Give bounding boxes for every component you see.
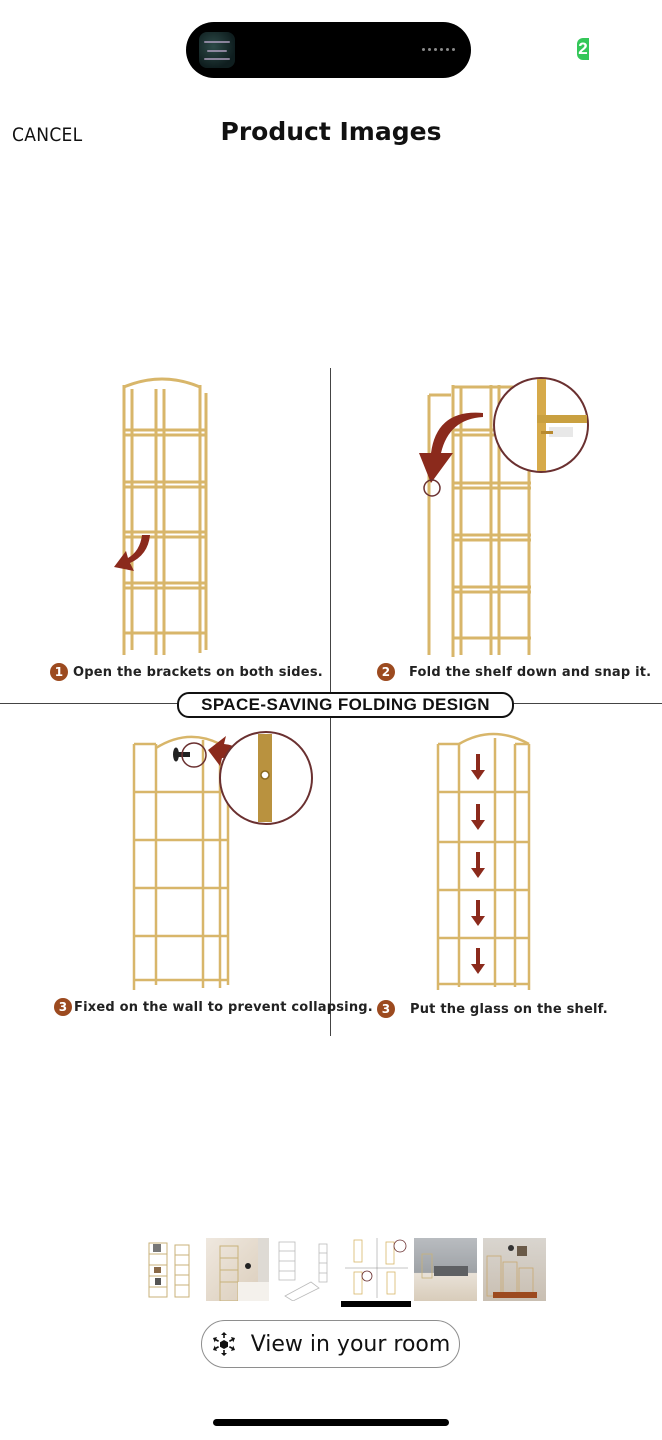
step-4-caption: 3 Put the glass on the shelf. <box>377 1000 608 1018</box>
dynamic-island[interactable] <box>186 22 471 78</box>
status-badge: 2 <box>577 38 589 60</box>
thumbnail-shelf-front-and-side[interactable] <box>144 1238 207 1301</box>
shelf-illustration-step1 <box>114 377 208 655</box>
step-number-badge: 2 <box>377 663 395 681</box>
step-text: Fixed on the wall to prevent collapsing. <box>74 999 373 1015</box>
screw-icon <box>173 747 190 762</box>
down-arrows-icon <box>471 754 485 974</box>
thumbnail-folding-instructions[interactable] <box>345 1238 408 1301</box>
page-title: Product Images <box>220 117 442 146</box>
shelf-illustration-step3 <box>132 731 313 990</box>
step-text: Put the glass on the shelf. <box>410 1001 608 1017</box>
step-text: Fold the shelf down and snap it. <box>409 664 652 680</box>
audio-wave-icon <box>422 48 455 51</box>
view-in-room-button[interactable]: View in your room <box>201 1320 460 1368</box>
step-1-caption: 1 Open the brackets on both sides. <box>50 663 323 681</box>
image-divider-vertical-bottom <box>330 708 331 1036</box>
cancel-button[interactable]: CANCEL <box>12 124 83 146</box>
step-text: Open the brackets on both sides. <box>73 664 323 680</box>
thumbnail-strip <box>0 1238 662 1308</box>
step-number-badge: 3 <box>54 998 72 1016</box>
thumbnail-shelf-dimensions[interactable] <box>275 1238 338 1301</box>
product-image-main[interactable]: 1 Open the brackets on both sides. 2 Fol… <box>0 360 662 1040</box>
now-playing-thumbnail <box>199 32 235 68</box>
arrow-icon <box>114 535 150 571</box>
feature-banner: SPACE-SAVING FOLDING DESIGN <box>177 692 514 718</box>
step-number-badge: 3 <box>377 1000 395 1018</box>
thumbnail-shelf-in-living-room[interactable] <box>206 1238 269 1301</box>
curved-arrow-icon <box>419 412 483 483</box>
step-number-badge: 1 <box>50 663 68 681</box>
shelf-illustration-step4 <box>436 732 531 990</box>
image-divider-vertical-top <box>330 368 331 698</box>
step-3-caption: 3 Fixed on the wall to prevent collapsin… <box>54 998 373 1016</box>
shelf-illustration-step2 <box>419 377 589 657</box>
view-in-room-label: View in your room <box>250 1331 451 1357</box>
home-indicator[interactable] <box>213 1419 449 1426</box>
thumbnail-shelf-in-gray-room[interactable] <box>414 1238 477 1301</box>
highlight-circle <box>423 479 441 497</box>
ar-cube-icon <box>212 1332 235 1356</box>
thumbnail-multiple-shelves-styled[interactable] <box>483 1238 546 1301</box>
step-2-caption: 2 Fold the shelf down and snap it. <box>377 663 651 681</box>
selected-thumbnail-indicator <box>341 1301 411 1307</box>
